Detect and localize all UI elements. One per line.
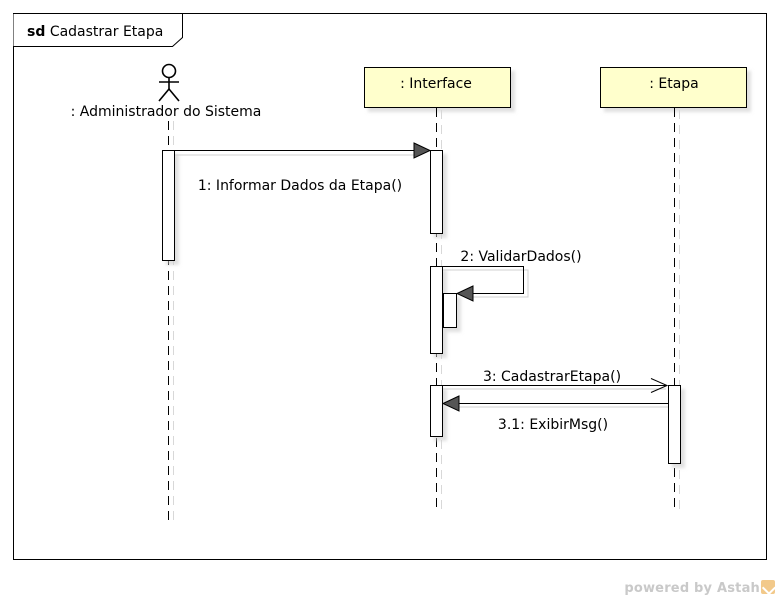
lifeline-head-interface [364, 67, 511, 108]
footer-text: powered by Astah [624, 581, 760, 596]
diagram-frame [13, 13, 767, 560]
message-2-arrow [443, 266, 529, 302]
activation-interface-2 [430, 266, 443, 354]
message-3-arrow [443, 378, 669, 393]
message-1-label: 1: Informar Dados da Etapa() [198, 178, 402, 194]
message-3-label: 3: CadastrarEtapa() [483, 369, 621, 385]
message-2-label: 2: ValidarDados() [460, 249, 581, 265]
activation-etapa [668, 385, 681, 464]
message-1-arrow [175, 142, 432, 159]
lifeline-label-interface: : Interface [400, 76, 472, 92]
activation-interface-self [443, 293, 457, 328]
actor-stick-figure-icon [158, 63, 180, 102]
frame-title: sd Cadastrar Etapa [27, 24, 163, 40]
lifeline-head-etapa [600, 67, 747, 108]
activation-interface-3 [430, 385, 443, 437]
activation-actor [162, 150, 175, 261]
powered-by-footer: powered by Astah [624, 580, 775, 596]
activation-interface-1 [430, 150, 443, 234]
lifeline-label-etapa: : Etapa [649, 76, 699, 92]
astah-logo-icon [761, 580, 775, 594]
message-3-1-label: 3.1: ExibirMsg() [498, 417, 608, 433]
actor-label: : Administrador do Sistema [71, 104, 262, 120]
message-3-1-arrow [441, 395, 668, 412]
frame-title-tab [13, 13, 183, 47]
